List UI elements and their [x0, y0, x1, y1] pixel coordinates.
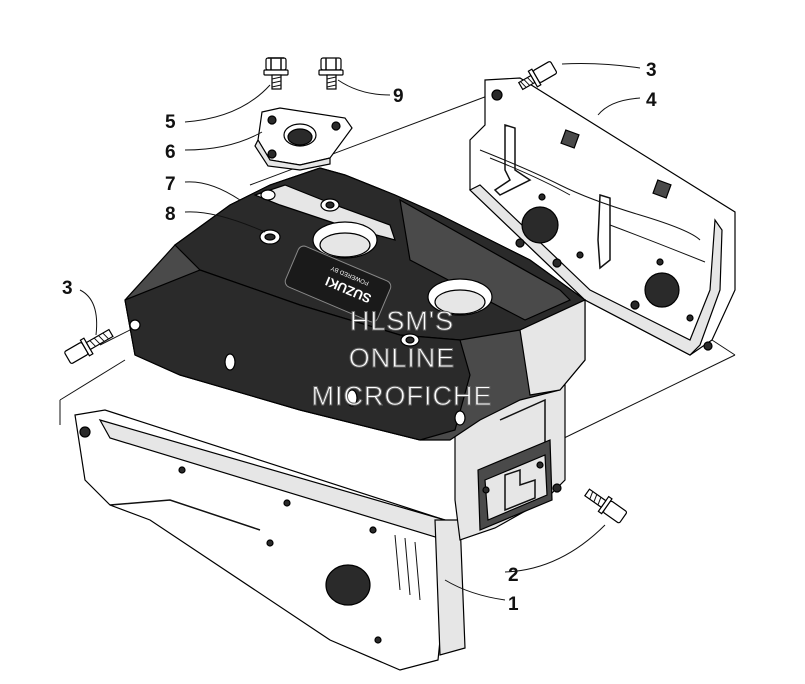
bolt-9 — [318, 57, 344, 90]
callout-9: 9 — [393, 86, 404, 107]
lower-bracket — [74, 409, 466, 671]
callout-3-left: 3 — [62, 278, 73, 299]
watermark: HLSM'S ONLINE MICROFICHE — [311, 306, 493, 412]
callout-5: 5 — [165, 112, 176, 133]
callout-4: 4 — [646, 90, 657, 111]
bolt-2 — [584, 488, 628, 524]
callout-3-right: 3 — [646, 60, 657, 81]
suzuki-badge: SUZUKI POWERED BY — [284, 245, 392, 323]
retainer-plate — [254, 107, 353, 171]
watermark-line-3: MICROFICHE — [312, 381, 493, 411]
watermark-line-1: HLSM'S — [350, 306, 454, 336]
bolt-3-left — [64, 328, 114, 364]
bolt-5 — [263, 57, 289, 90]
callout-numbers: 1 2 3 3 4 5 6 7 8 9 — [62, 60, 657, 615]
leader-lines — [79, 63, 641, 601]
watermark-line-2: ONLINE — [349, 343, 456, 373]
engine-cover: SUZUKI POWERED BY — [124, 167, 587, 541]
callout-8: 8 — [165, 204, 176, 225]
callout-2: 2 — [508, 565, 519, 586]
bolt-3-right — [517, 61, 558, 91]
callout-1: 1 — [508, 594, 519, 615]
callout-6: 6 — [165, 142, 176, 163]
rear-mounting-plate — [468, 77, 736, 356]
alignment-lines — [59, 94, 736, 441]
callout-7: 7 — [165, 174, 176, 195]
